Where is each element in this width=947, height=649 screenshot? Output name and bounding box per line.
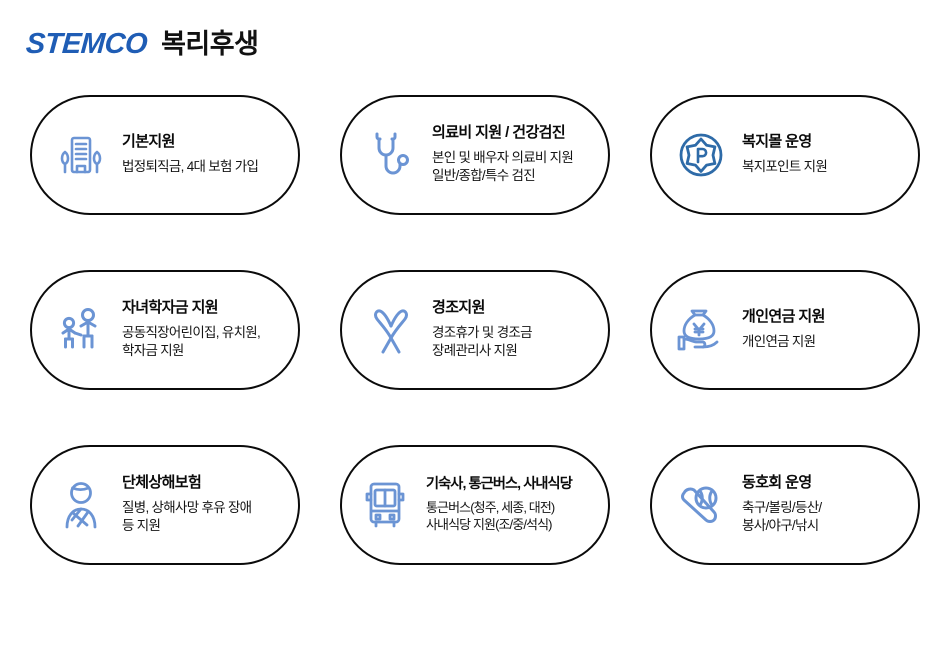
card-title: 의료비 지원 / 건강검진 [432,124,566,142]
card-title: 기숙사, 통근버스, 사내식당 [426,475,573,492]
benefit-card-club-activities[interactable]: 동호회 운영 축구/볼링/등산/ 봉사/야구/낚시 [650,445,920,565]
stethoscope-icon [362,126,420,184]
point-badge-icon [672,126,730,184]
benefits-card-grid: 기본지원 법정퇴직금, 4대 보험 가입 의료비 지원 / 건강검진 본인 및 … [30,95,920,565]
benefit-card-child-tuition[interactable]: 자녀학자금 지원 공동직장어린이집, 유치원, 학자금 지원 [30,270,300,390]
card-title: 자녀학자금 지원 [122,299,219,317]
benefit-card-medical-support[interactable]: 의료비 지원 / 건강검진 본인 및 배우자 의료비 지원 일반/종합/특수 검… [340,95,610,215]
benefit-card-welfare-mall[interactable]: 복지몰 운영 복지포인트 지원 [650,95,920,215]
injured-person-icon [52,476,110,534]
bus-front-icon [356,476,414,534]
page-title: 복리후생 [161,29,259,59]
benefit-card-personal-pension[interactable]: 개인연금 지원 개인연금 지원 [650,270,920,390]
card-description: 복지포인트 지원 [742,158,828,174]
parent-and-child-icon [52,301,110,359]
page-header: STEMCO 복리후생 [24,22,259,61]
baseball-bat-and-ball-icon [672,476,730,534]
card-description: 질병, 상해사망 후유 장애 등 지원 [122,499,252,533]
card-title: 단체상해보험 [122,474,202,492]
card-title: 개인연금 지원 [742,308,825,326]
card-title: 기본지원 [122,133,175,151]
benefit-card-basic-support[interactable]: 기본지원 법정퇴직금, 4대 보험 가입 [30,95,300,215]
card-title: 동호회 운영 [742,474,812,492]
card-description: 개인연금 지원 [742,333,816,349]
card-description: 축구/볼링/등산/ 봉사/야구/낚시 [742,499,822,533]
card-description: 통근버스(청주, 세종, 대전) 사내식당 지원(조/중/석식) [426,500,555,533]
benefit-card-family-event-support[interactable]: 경조지원 경조휴가 및 경조금 장례관리사 지원 [340,270,610,390]
building-with-trees-icon [52,126,110,184]
hand-money-bag-icon [672,301,730,359]
benefit-card-dormitory-bus-cafeteria[interactable]: 기숙사, 통근버스, 사내식당 통근버스(청주, 세종, 대전) 사내식당 지원… [340,445,610,565]
card-description: 법정퇴직금, 4대 보험 가입 [122,158,259,174]
benefit-card-group-accident-insurance[interactable]: 단체상해보험 질병, 상해사망 후유 장애 등 지원 [30,445,300,565]
stemco-logo: STEMCO [24,28,149,60]
card-description: 본인 및 배우자 의료비 지원 일반/종합/특수 검진 [432,149,574,183]
card-description: 경조휴가 및 경조금 장례관리사 지원 [432,324,533,358]
card-title: 경조지원 [432,299,485,317]
card-description: 공동직장어린이집, 유치원, 학자금 지원 [122,324,261,358]
card-title: 복지몰 운영 [742,133,812,151]
ribbon-icon [362,301,420,359]
